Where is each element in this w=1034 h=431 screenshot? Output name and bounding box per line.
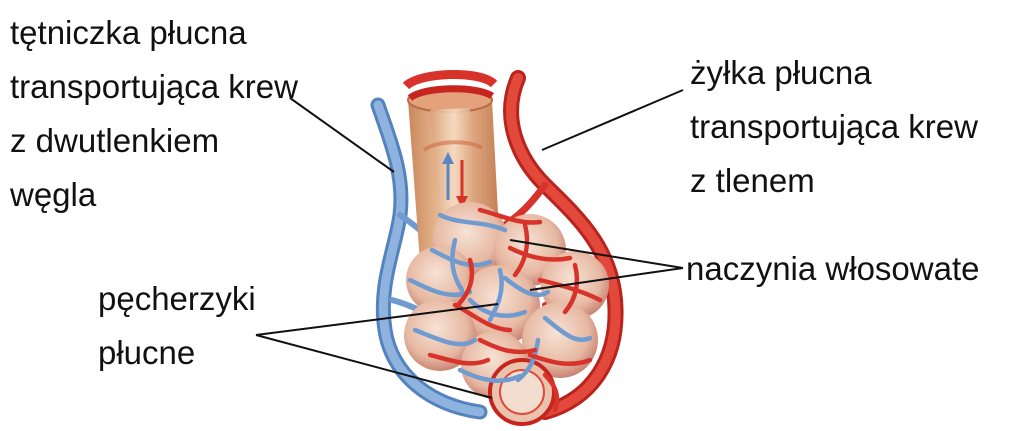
label-vein-line2: transportująca krew (690, 100, 978, 154)
label-artery-line4: węgla (10, 168, 298, 222)
label-alveoli-line2: płucne (98, 326, 256, 380)
label-capillaries-line1: naczynia włosowate (686, 242, 980, 296)
label-alveoli-line1: pęcherzyki (98, 272, 256, 326)
leader-vein (542, 90, 683, 150)
label-pulmonary-artery: tętniczka płucna transportująca krew z d… (10, 6, 298, 222)
label-capillaries: naczynia włosowate (686, 242, 980, 296)
label-artery-line1: tętniczka płucna (10, 6, 298, 60)
label-vein-line1: żyłka płucna (690, 46, 978, 100)
label-artery-line2: transportująca krew (10, 60, 298, 114)
label-pulmonary-vein: żyłka płucna transportująca krew z tlene… (690, 46, 978, 208)
label-vein-line3: z tlenem (690, 154, 978, 208)
label-alveoli: pęcherzyki płucne (98, 272, 256, 380)
label-artery-line3: z dwutlenkiem (10, 114, 298, 168)
